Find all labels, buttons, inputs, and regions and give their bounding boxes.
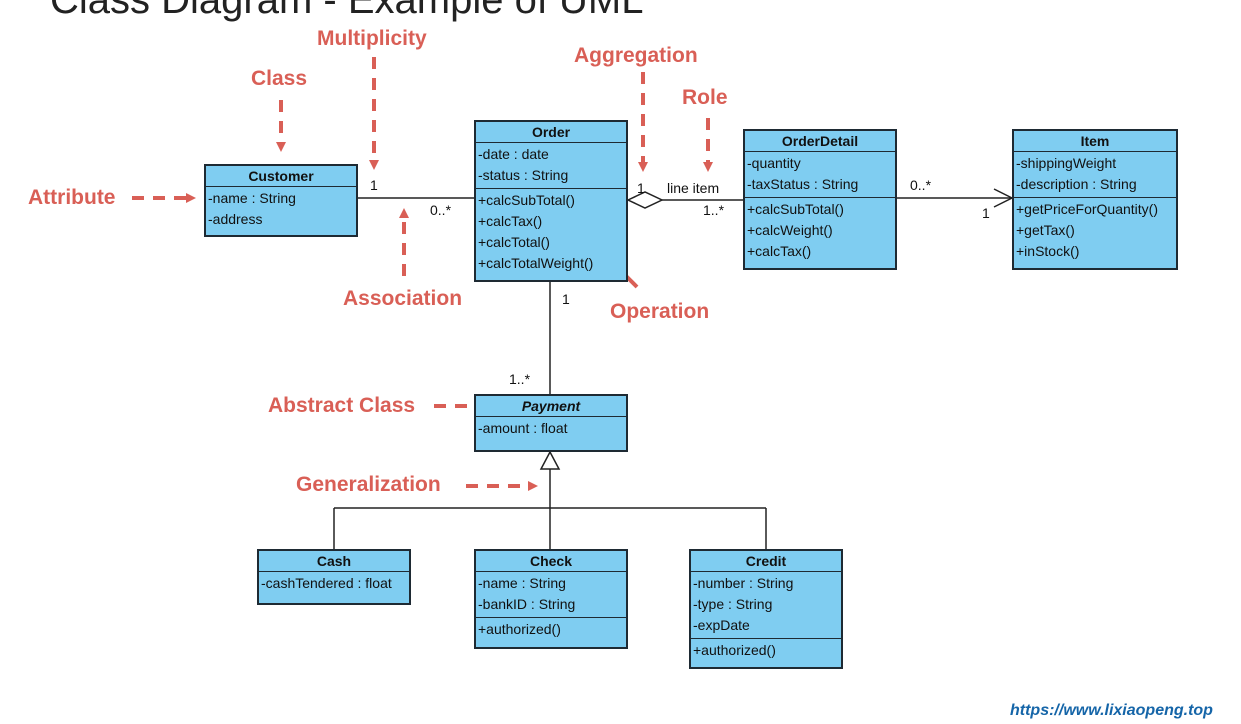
operation: +calcSubTotal() <box>478 192 575 208</box>
class-item[interactable]: Item -shippingWeight -description : Stri… <box>1012 129 1178 270</box>
attribute: -taxStatus : String <box>747 176 859 192</box>
attribute: -bankID : String <box>478 596 576 612</box>
class-name: Customer <box>206 166 356 187</box>
annotation-class: Class <box>251 67 308 90</box>
annotation-operation: Operation <box>610 300 710 323</box>
annotation-association: Association <box>343 287 463 310</box>
generalization-triangle <box>539 450 561 470</box>
aggregation-diamond <box>626 191 664 209</box>
class-name: Check <box>476 551 626 572</box>
multiplicity-label: 1 <box>982 205 990 221</box>
class-name: Credit <box>691 551 841 572</box>
operation: +calcTax() <box>478 213 543 229</box>
class-name: Order <box>476 122 626 143</box>
attribute: -expDate <box>693 617 750 633</box>
attribute: -type : String <box>693 596 773 612</box>
class-cash[interactable]: Cash -cashTendered : float <box>257 549 411 605</box>
multiplicity-label: 0..* <box>910 177 932 193</box>
attribute: -description : String <box>1016 176 1137 192</box>
class-order[interactable]: Order -date : date -status : String +cal… <box>474 120 628 282</box>
multiplicity-label: 1..* <box>509 371 531 387</box>
page-title: Class Diagram - Example of UML <box>50 0 644 22</box>
operation: +calcSubTotal() <box>747 201 844 217</box>
annotation-generalization: Generalization <box>296 473 441 496</box>
annotation-multiplicity: Multiplicity <box>317 27 427 50</box>
class-name: OrderDetail <box>745 131 895 152</box>
attribute: -status : String <box>478 167 569 183</box>
attribute: -cashTendered : float <box>261 575 392 591</box>
operation: +authorized() <box>693 642 776 658</box>
multiplicity-label: 0..* <box>430 202 452 218</box>
operation: +calcWeight() <box>747 222 833 238</box>
operation: +calcTax() <box>747 243 812 259</box>
operation: +authorized() <box>478 621 561 637</box>
multiplicity-label: 1 <box>562 291 570 307</box>
attribute: -name : String <box>478 575 566 591</box>
attribute: -quantity <box>747 155 801 171</box>
multiplicity-label: 1 <box>370 177 378 193</box>
role-label: line item <box>667 180 720 196</box>
attribute: -address <box>208 211 263 227</box>
class-check[interactable]: Check -name : String -bankID : String +a… <box>474 549 628 649</box>
attribute: -shippingWeight <box>1016 155 1117 171</box>
operation: +calcTotal() <box>478 234 550 250</box>
operation: +getTax() <box>1016 222 1075 238</box>
annotation-role: Role <box>682 86 728 109</box>
watermark-link[interactable]: https://www.lixiaopeng.top <box>1010 702 1213 719</box>
annotation-abstract-class: Abstract Class <box>268 394 416 417</box>
operation: +getPriceForQuantity() <box>1016 201 1158 217</box>
multiplicity-label: 1..* <box>703 202 725 218</box>
operation: +inStock() <box>1016 243 1080 259</box>
operation: +calcTotalWeight() <box>478 255 594 271</box>
class-name: Cash <box>259 551 409 572</box>
annotation-attribute: Attribute <box>28 186 116 209</box>
class-name: Item <box>1014 131 1176 152</box>
class-orderdetail[interactable]: OrderDetail -quantity -taxStatus : Strin… <box>743 129 897 270</box>
attribute: -date : date <box>478 146 549 162</box>
attribute: -amount : float <box>478 420 568 436</box>
class-customer[interactable]: Customer -name : String -address <box>204 164 358 237</box>
class-credit[interactable]: Credit -number : String -type : String -… <box>689 549 843 669</box>
annotation-aggregation: Aggregation <box>574 44 698 67</box>
class-payment[interactable]: Payment -amount : float <box>474 394 628 452</box>
attribute: -name : String <box>208 190 296 206</box>
multiplicity-label: 1 <box>637 180 645 196</box>
class-name: Payment <box>476 396 626 417</box>
attribute: -number : String <box>693 575 794 591</box>
